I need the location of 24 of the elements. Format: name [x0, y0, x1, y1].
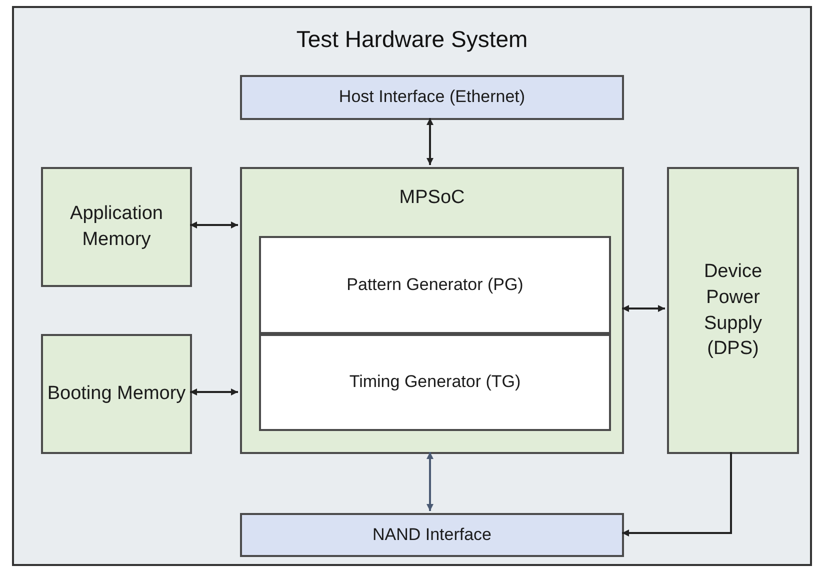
generator-box	[259, 334, 611, 431]
block-box	[667, 167, 799, 454]
connector-arrow	[426, 452, 434, 511]
block-label: NAND Interface	[372, 524, 492, 546]
block-label: Device Power Supply (DPS)	[702, 260, 764, 362]
block-label: MPSoC	[399, 186, 465, 210]
connector-arrow	[622, 305, 665, 312]
processor-box	[240, 167, 624, 454]
block-label: Application Memory	[69, 202, 164, 252]
connector-arrow	[426, 118, 434, 165]
block-box	[240, 75, 624, 120]
connector-arrow	[190, 388, 238, 396]
connector-arrow	[190, 222, 238, 228]
block-label: Timing Generator (TG)	[349, 371, 521, 394]
block-box	[240, 513, 624, 557]
generator-box	[259, 236, 611, 334]
block-box	[41, 334, 192, 454]
block-label: Test Hardware System	[296, 25, 528, 54]
system-frame	[12, 6, 812, 566]
block-label: Pattern Generator (PG)	[346, 274, 524, 296]
connector-arrow	[622, 452, 732, 536]
block-label: Host Interface (Ethernet)	[338, 86, 526, 108]
block-label: Booting Memory	[47, 382, 186, 406]
block-box	[41, 167, 192, 287]
